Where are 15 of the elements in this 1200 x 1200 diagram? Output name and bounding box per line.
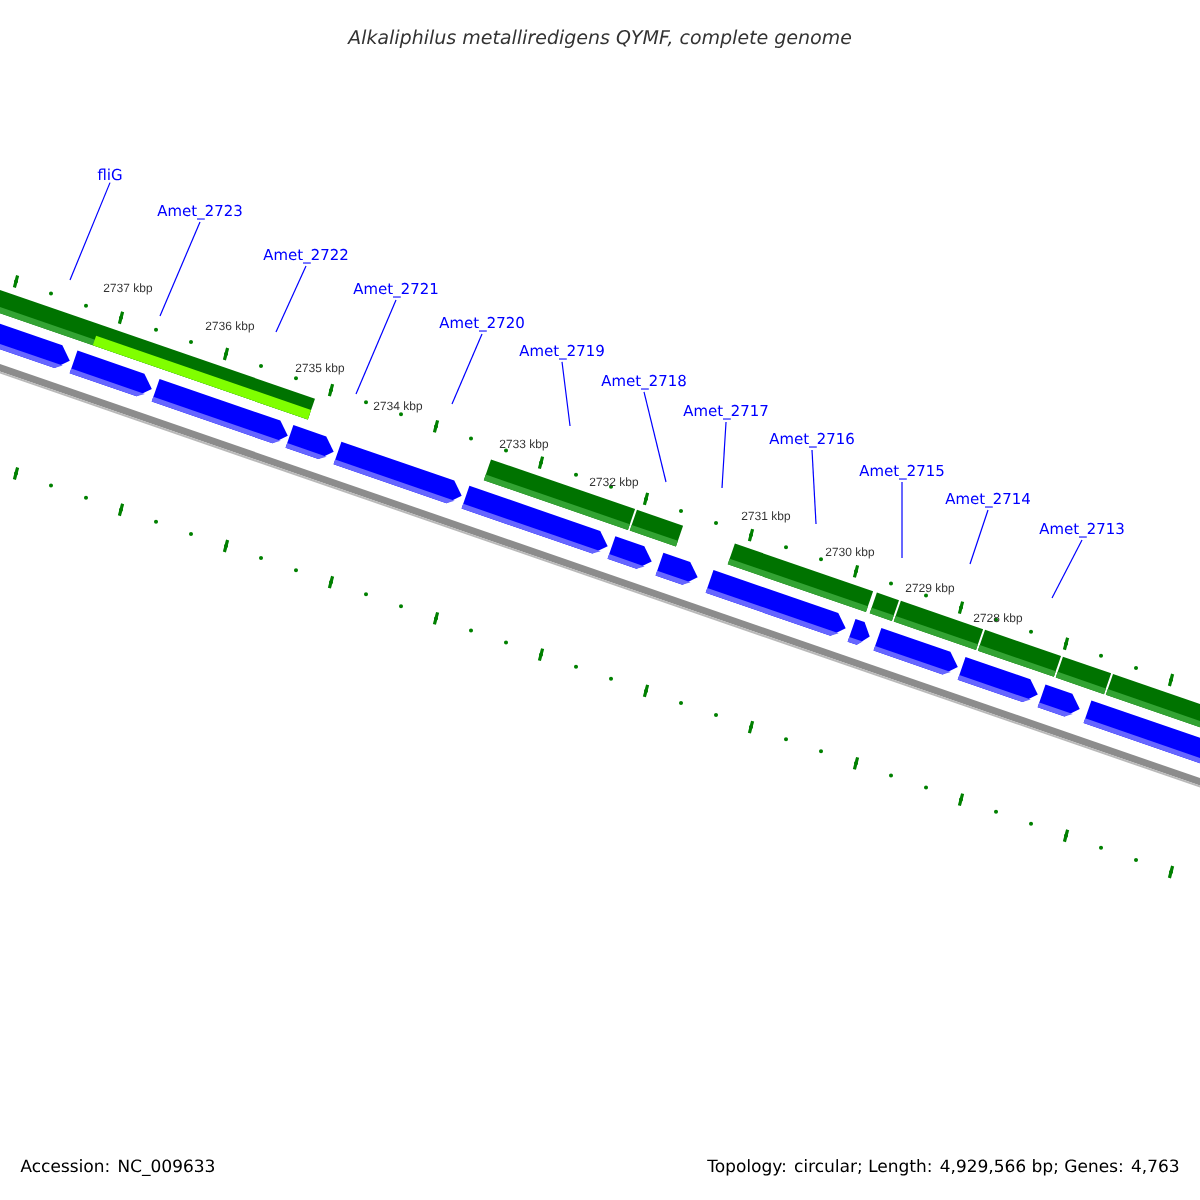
footer-text: Topology: circular; Length: 4,929,566 bp; Genes: 4,763 — [707, 1159, 1179, 1176]
leader-line — [721, 421, 727, 489]
leader-line — [643, 391, 667, 483]
footer-text: Accession: NC_009633 — [20, 1159, 214, 1177]
leader-line — [451, 333, 483, 405]
leader-line — [275, 265, 307, 333]
leader-line — [69, 182, 111, 281]
leader-line — [561, 361, 571, 427]
leader-line — [159, 221, 201, 317]
leader-line — [355, 299, 397, 395]
title: Alkaliphilus metalliredigens QYMF, complete genome — [347, 29, 852, 48]
leader-line — [811, 449, 817, 525]
leader-line — [901, 481, 903, 559]
leader-line — [1051, 539, 1083, 599]
leader-line — [969, 509, 989, 565]
